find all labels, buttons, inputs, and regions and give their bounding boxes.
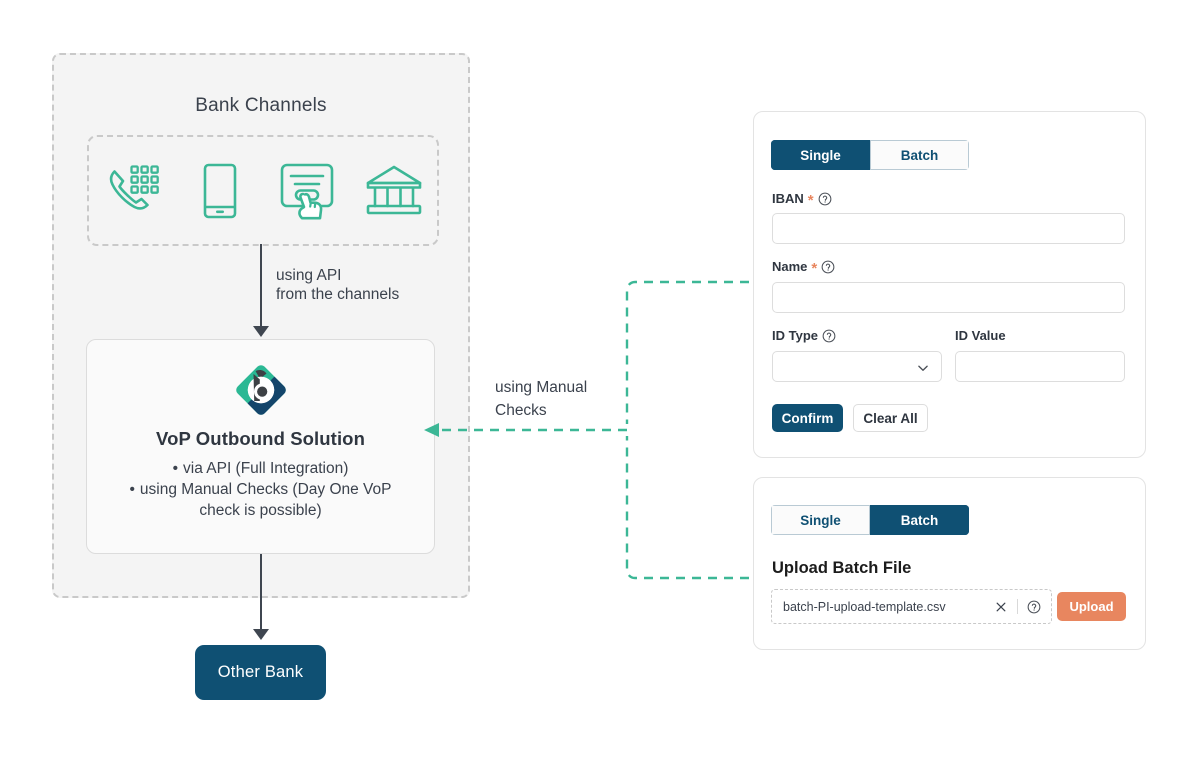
help-icon[interactable]: [821, 260, 835, 274]
vop-bullet-2-text-cont: check is possible): [199, 502, 322, 519]
name-input[interactable]: [772, 282, 1125, 313]
tab-single[interactable]: Single: [771, 140, 870, 170]
name-required-marker: *: [811, 259, 818, 277]
bitsafe-diamond-logo: [232, 361, 290, 419]
mobile-phone-icon: [189, 160, 251, 222]
single-panel-tabs[interactable]: Single Batch: [771, 140, 969, 170]
tab-single[interactable]: Single: [771, 505, 870, 535]
chevron-down-icon: [916, 361, 930, 375]
other-bank-node: Other Bank: [195, 645, 326, 700]
other-bank-connector-arrowhead: [253, 629, 269, 640]
manual-checks-connector: [424, 280, 765, 580]
uploaded-file-chip[interactable]: batch-PI-upload-template.csv: [771, 589, 1052, 624]
manual-checks-label: using Manual Checks: [495, 376, 625, 422]
id-value-label-text: ID Value: [955, 328, 1006, 343]
iban-label-text: IBAN: [772, 191, 804, 206]
id-value-label: ID Value: [955, 328, 1006, 343]
other-bank-connector-line: [260, 554, 262, 633]
bank-channels-title: Bank Channels: [195, 95, 327, 116]
vop-card-title: VoP Outbound Solution: [156, 428, 365, 449]
bank-building-icon: [363, 160, 425, 222]
tab-batch[interactable]: Batch: [870, 140, 969, 170]
vop-bullet-1-text: via API (Full Integration): [183, 460, 349, 477]
uploaded-file-name: batch-PI-upload-template.csv: [783, 599, 946, 614]
bullet-dot-icon: •: [129, 481, 135, 498]
confirm-button[interactable]: Confirm: [772, 404, 843, 432]
help-icon[interactable]: [822, 329, 836, 343]
name-label: Name *: [772, 259, 835, 277]
help-icon[interactable]: [818, 192, 832, 206]
channels-icon-group: [87, 135, 439, 246]
vop-bullet-1: • via API (Full Integration): [101, 458, 420, 479]
api-connector-line: [260, 244, 262, 330]
tab-batch[interactable]: Batch: [870, 505, 969, 535]
id-type-label: ID Type: [772, 328, 836, 343]
bullet-dot-icon: •: [172, 460, 178, 477]
vop-bullet-2: •using Manual Checks (Day One VoP: [101, 479, 420, 500]
batch-panel-tabs[interactable]: Single Batch: [771, 505, 969, 535]
manual-checks-label-line1: using Manual: [495, 379, 588, 396]
help-icon[interactable]: [1027, 600, 1041, 614]
other-bank-label: Other Bank: [217, 663, 304, 681]
iban-required-marker: *: [807, 191, 814, 209]
iban-input[interactable]: [772, 213, 1125, 244]
clear-all-button[interactable]: Clear All: [853, 404, 928, 432]
upload-batch-file-heading: Upload Batch File: [772, 559, 912, 577]
phone-keypad-icon: [102, 160, 164, 222]
api-connector-label-line1: using API: [276, 267, 342, 284]
vop-card-bullets: •via API (Full Integration) •using Manua…: [101, 458, 420, 521]
name-label-text: Name: [772, 259, 808, 274]
iban-label: IBAN *: [772, 191, 832, 209]
id-type-select[interactable]: [772, 351, 942, 382]
vop-bullet-2-text: using Manual Checks (Day One VoP: [139, 481, 392, 498]
id-type-label-text: ID Type: [772, 328, 818, 343]
chip-divider: [1017, 599, 1018, 614]
api-connector-arrowhead: [253, 326, 269, 337]
id-value-input[interactable]: [955, 351, 1125, 382]
close-icon[interactable]: [994, 600, 1008, 614]
api-connector-label-line2: from the channels: [276, 286, 400, 303]
manual-checks-label-line2: Checks: [495, 402, 547, 419]
vop-outbound-card: VoP Outbound Solution • via API (Full Int…: [86, 339, 435, 554]
api-connector-label: using API from the channels: [276, 266, 456, 304]
upload-button[interactable]: Upload: [1057, 592, 1126, 621]
vop-bullet-2-cont: check is possible): [101, 500, 420, 521]
touchscreen-kiosk-icon: [276, 160, 338, 222]
